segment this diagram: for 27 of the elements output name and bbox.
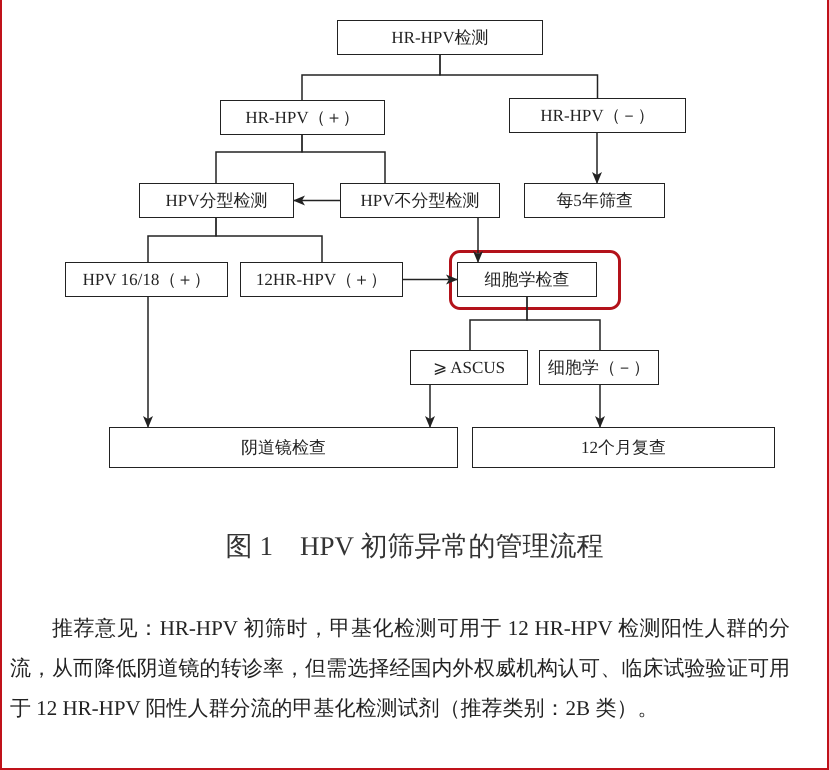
process-box: 阴道镜检查 (109, 427, 458, 468)
process-box: 细胞学检查 (457, 262, 597, 297)
connector-line (526, 297, 601, 350)
process-box: 细胞学（－） (539, 350, 659, 385)
connector-line (215, 218, 323, 262)
arrow (595, 385, 605, 428)
arrow (403, 274, 458, 284)
arrow (473, 218, 483, 263)
arrow (143, 297, 153, 428)
figure-caption: 图 1 HPV 初筛异常的管理流程 (224, 530, 604, 563)
process-box: ⩾ ASCUS (410, 350, 528, 385)
arrow (425, 385, 435, 428)
process-box: HPV分型检测 (139, 183, 294, 218)
connector-line (439, 55, 598, 98)
connector-line (301, 135, 386, 183)
process-box: HR-HPV（＋） (220, 100, 385, 135)
arrow (293, 196, 340, 206)
process-box: 12HR-HPV（＋） (240, 262, 403, 297)
process-box: HPV 16/18（＋） (65, 262, 228, 297)
process-box: 12个月复查 (472, 427, 775, 468)
arrow (592, 133, 602, 184)
process-box: HR-HPV（－） (509, 98, 686, 133)
highlight-frame (449, 250, 621, 310)
process-box: HR-HPV检测 (337, 20, 543, 55)
recommendation-paragraph: 推荐意见：HR-HPV 初筛时，甲基化检测可用于 12 HR-HPV 检测阳性人群的分流，从而降低阴道镜的转诊率，但需选择经国内外权威机构认可、临床试验验证可用于 12 HR-HPV 阳性人群分流的甲基化检测试剂（推荐类别：2B 类）。 (10, 615, 790, 722)
process-box: 每5年筛查 (524, 183, 665, 218)
process-box: HPV不分型检测 (340, 183, 500, 218)
